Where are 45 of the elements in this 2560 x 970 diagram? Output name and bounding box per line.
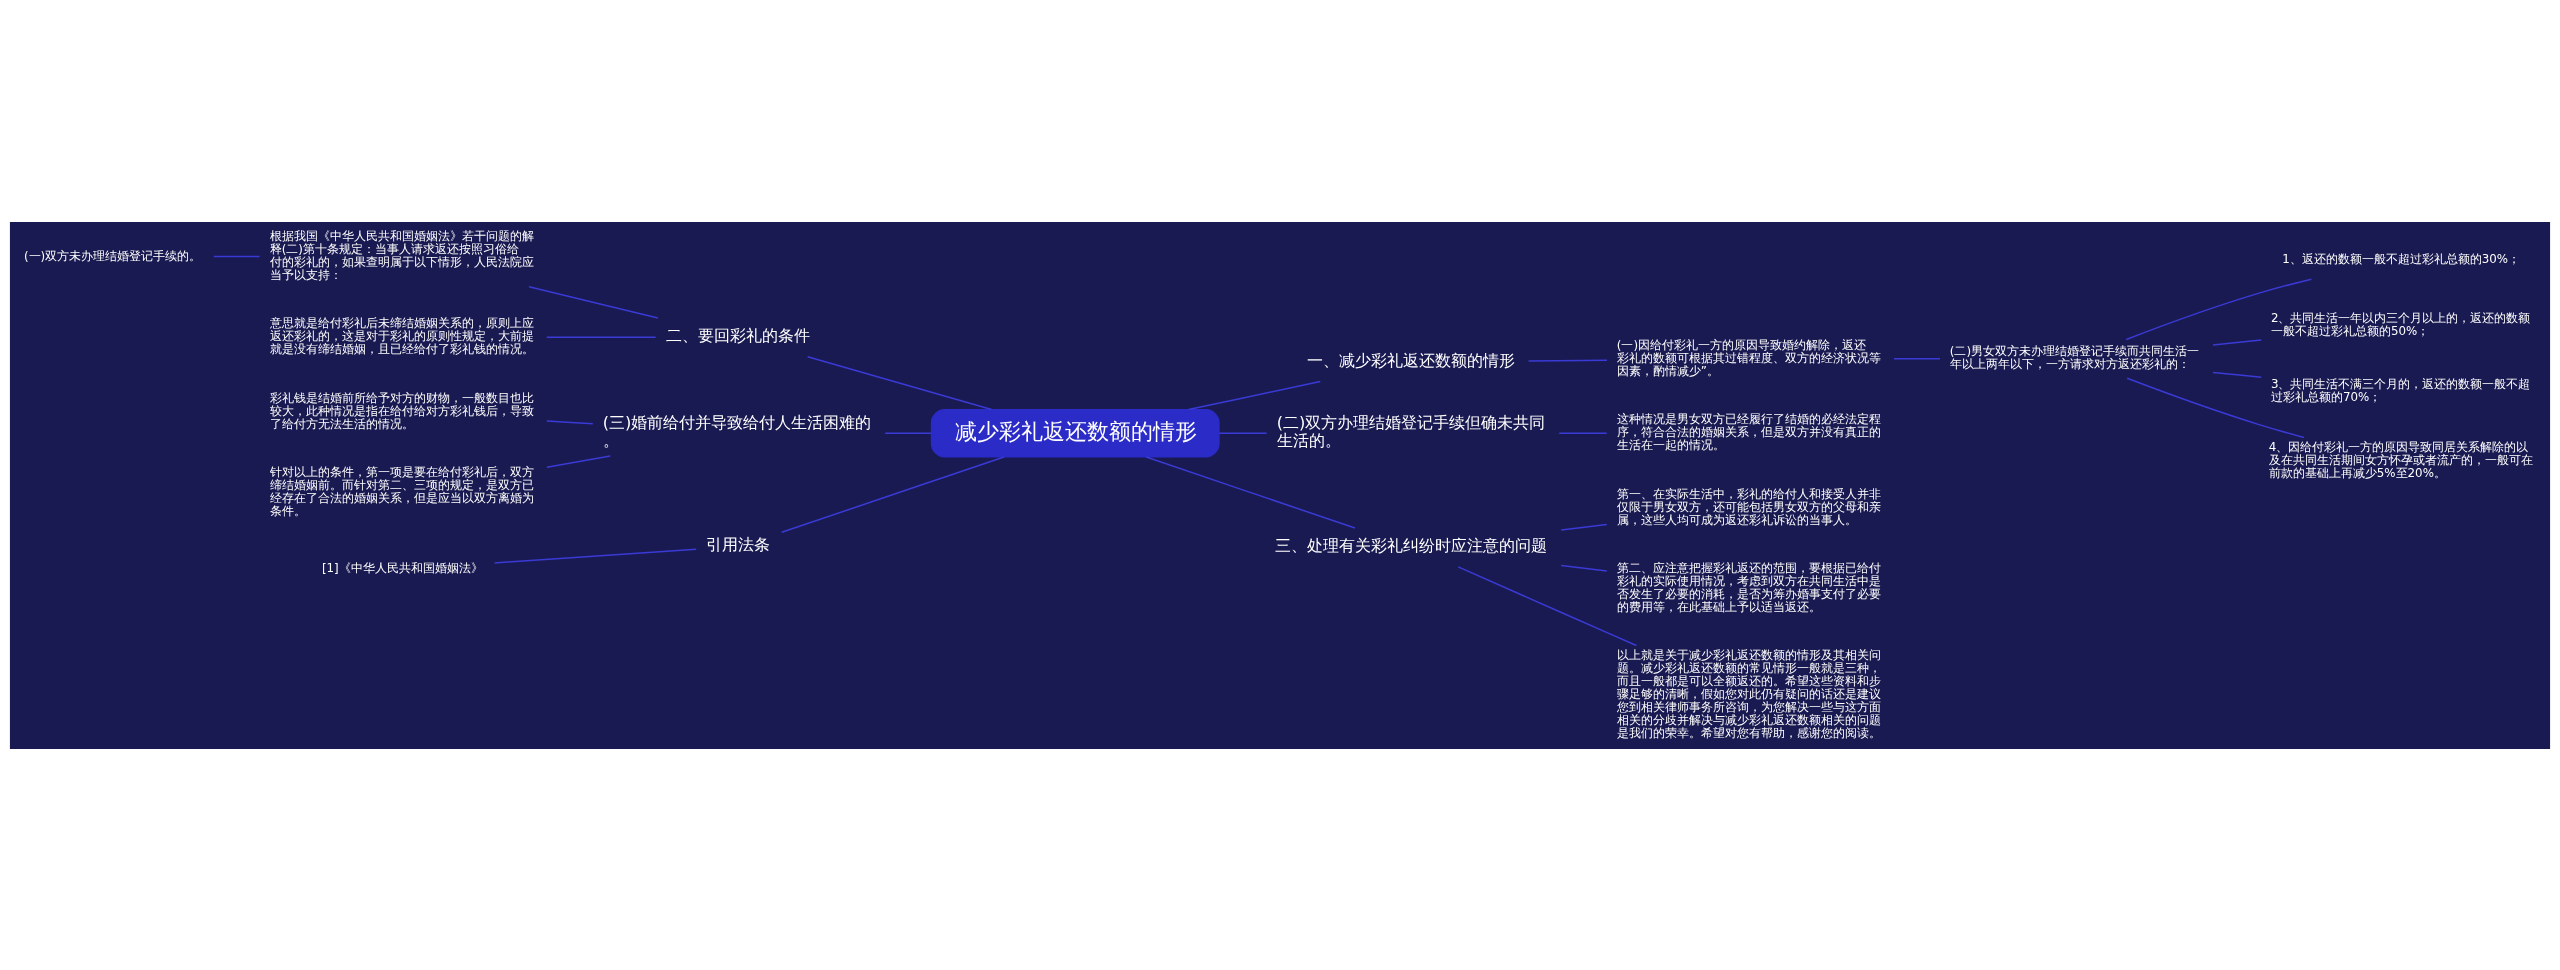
node-text: 针对以上的条件，第一项是要在给付彩礼后，双方缔结婚姻前。而针对第二、三项的规定，是双方已经存在了合法的婚姻关系，但是应当以双方离婚为条件。	[269, 464, 534, 518]
node-text: (二)双方办理结婚登记手续但确未共同生活的。	[1276, 412, 1546, 450]
connector	[1218, 431, 1268, 434]
node-text: (三)婚前给付并导致给付人生活困难的。	[602, 412, 872, 450]
connector	[528, 285, 659, 319]
connector	[1560, 523, 1608, 531]
node-text: 意思就是给付彩礼后未缔结婚姻关系的，原则上应返还彩礼的，这是对于彩礼的原则性规定，大前提就是没有缔结婚姻，且已经给付了彩礼钱的情况。	[269, 315, 534, 356]
connector	[2125, 277, 2313, 340]
connector	[884, 431, 933, 434]
connector	[1527, 359, 1608, 362]
node-text: (二)男女双方未办理结婚登记手续而共同生活一年以上两年以下，一方请求对方返还彩礼的：	[1949, 343, 2200, 371]
connector	[780, 455, 1005, 533]
node-text: 一、减少彩礼返还数额的情形	[1307, 350, 1516, 370]
node-box: 减少彩礼返还数额的情形	[930, 408, 1220, 457]
connector	[1457, 565, 1638, 646]
node-text: 根据我国《中华人民共和国婚姻法》若干问题的解释(二)第十条规定：当事人请求返还按照习俗给付的彩礼的，如果查明属于以下情形，人民法院应当予以支持：	[269, 228, 534, 282]
connector	[1893, 357, 1941, 360]
node-text: (一)因给付彩礼一方的原因导致婚约解除，返还彩礼的数额可根据其过错程度、双方的经济状况等因素，酌情减少”。	[1616, 337, 1881, 378]
node-text: 二、要回彩礼的条件	[665, 325, 810, 345]
connector	[546, 454, 611, 468]
node-text: 引用法条	[706, 534, 771, 554]
node-text: [1]《中华人民共和国婚姻法》	[321, 560, 483, 575]
node-text: 2、共同生活一年以内三个月以上的，返还的数额一般不超过彩礼总额的50%；	[2270, 310, 2531, 338]
node-text: 这种情况是男女双方已经履行了结婚的必经法定程序，符合合法的婚姻关系，但是双方并没有真正的生活在一起的情况。	[1616, 411, 1881, 452]
node-text: 3、共同生活不满三个月的，返还的数额一般不超过彩礼总额的70%；	[2270, 376, 2531, 404]
node-text: 4、因给付彩礼一方的原因导致同居关系解除的以及在共同生活期间女方怀孕或者流产的，一般可在前款的基础上再减少5%至20%。	[2268, 439, 2533, 480]
node-text: 彩礼钱是结婚前所给予对方的财物，一般数目也比较大，此种情况是指在给付给对方彩礼钱后，导致了给付方无法生活的情况。	[269, 390, 534, 431]
connector	[2212, 371, 2262, 378]
node-text: 1、返还的数额一般不超过彩礼总额的30%；	[2282, 251, 2521, 266]
node-text: 第一、在实际生活中，彩礼的给付人和接受人并非仅限于男女双方，还可能包括男女双方的父母和亲属，这些人均可成为返还彩礼诉讼的当事人。	[1616, 486, 1881, 527]
connector	[806, 355, 993, 410]
connector	[1187, 380, 1321, 410]
connector	[546, 336, 657, 338]
connector	[2212, 338, 2262, 346]
connector	[1145, 455, 1356, 529]
connector	[2126, 377, 2305, 438]
connector	[213, 255, 261, 257]
node-text: (一)双方未办理结婚登记手续的。	[23, 248, 202, 262]
connector	[546, 419, 594, 425]
connector	[1560, 564, 1608, 572]
node-text: 三、处理有关彩礼纠纷时应注意的问题	[1275, 535, 1548, 555]
connector	[1558, 431, 1608, 434]
node-text: 第二、应注意把握彩礼返还的范围，要根据已给付彩礼的实际使用情况，考虑到双方在共同生活中是否发生了必要的消耗，是否为筹办婚事支付了必要的费用等，在此基础上予以适当返还。	[1616, 560, 1881, 614]
node-text: 以上就是关于减少彩礼返还数额的情形及其相关问题。减少彩礼返还数额的常见情形一般就是三种，而且一般都是可以全额返还的。希望这些资料和步骤足够的清晰，假如您对此仍有疑问的话还是建议您到相关律师事务所咨询，为您解决一些与这方面相关的分歧并解决与减少彩礼返还数额相关的问题是我们的荣幸。希望对您有帮助，感谢您的阅读。	[1616, 647, 1881, 740]
connector	[493, 547, 697, 564]
